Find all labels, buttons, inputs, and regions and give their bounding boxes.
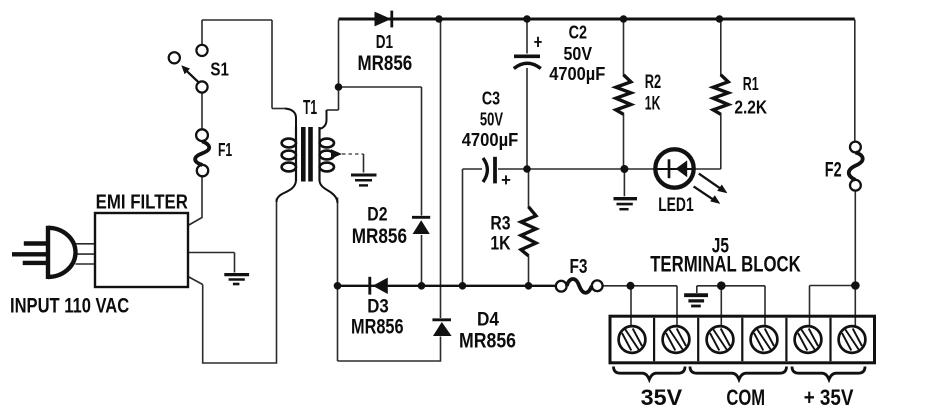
svg-text:C3: C3 — [482, 87, 500, 108]
svg-text:MR856: MR856 — [351, 316, 404, 339]
svg-text:MR856: MR856 — [358, 52, 413, 75]
svg-text:1K: 1K — [490, 234, 510, 255]
svg-text:R3: R3 — [490, 214, 510, 235]
svg-text:MR856: MR856 — [459, 330, 516, 353]
svg-text:C2: C2 — [569, 22, 587, 43]
svg-text:EMI FILTER: EMI FILTER — [96, 191, 188, 214]
svg-text:4700µF: 4700µF — [549, 64, 605, 84]
svg-text:F2: F2 — [825, 158, 842, 181]
svg-text:TERMINAL BLOCK: TERMINAL BLOCK — [650, 251, 801, 276]
svg-text:INPUT 110 VAC: INPUT 110 VAC — [10, 295, 129, 318]
svg-text:F1: F1 — [218, 139, 232, 160]
svg-text:50V: 50V — [564, 43, 593, 64]
svg-text:F3: F3 — [570, 255, 588, 278]
svg-text:T1: T1 — [303, 97, 317, 119]
svg-text:35V: 35V — [641, 385, 683, 410]
svg-text:D1: D1 — [376, 31, 393, 52]
svg-text:MR856: MR856 — [352, 225, 407, 248]
svg-text:1K: 1K — [645, 94, 661, 115]
svg-text:COM: COM — [726, 385, 765, 410]
svg-text:R2: R2 — [645, 72, 661, 93]
svg-text:50V: 50V — [480, 109, 504, 130]
svg-text:D2: D2 — [367, 205, 387, 226]
svg-text:R1: R1 — [743, 73, 759, 94]
svg-text:LED1: LED1 — [658, 194, 694, 216]
svg-text:2.2K: 2.2K — [734, 97, 767, 118]
svg-text:D4: D4 — [477, 310, 499, 331]
svg-text:J5: J5 — [712, 234, 729, 257]
svg-text:4700µF: 4700µF — [462, 130, 519, 150]
svg-text:D3: D3 — [367, 297, 389, 318]
svg-text:S1: S1 — [210, 59, 229, 80]
svg-text:+ 35V: + 35V — [804, 385, 854, 410]
